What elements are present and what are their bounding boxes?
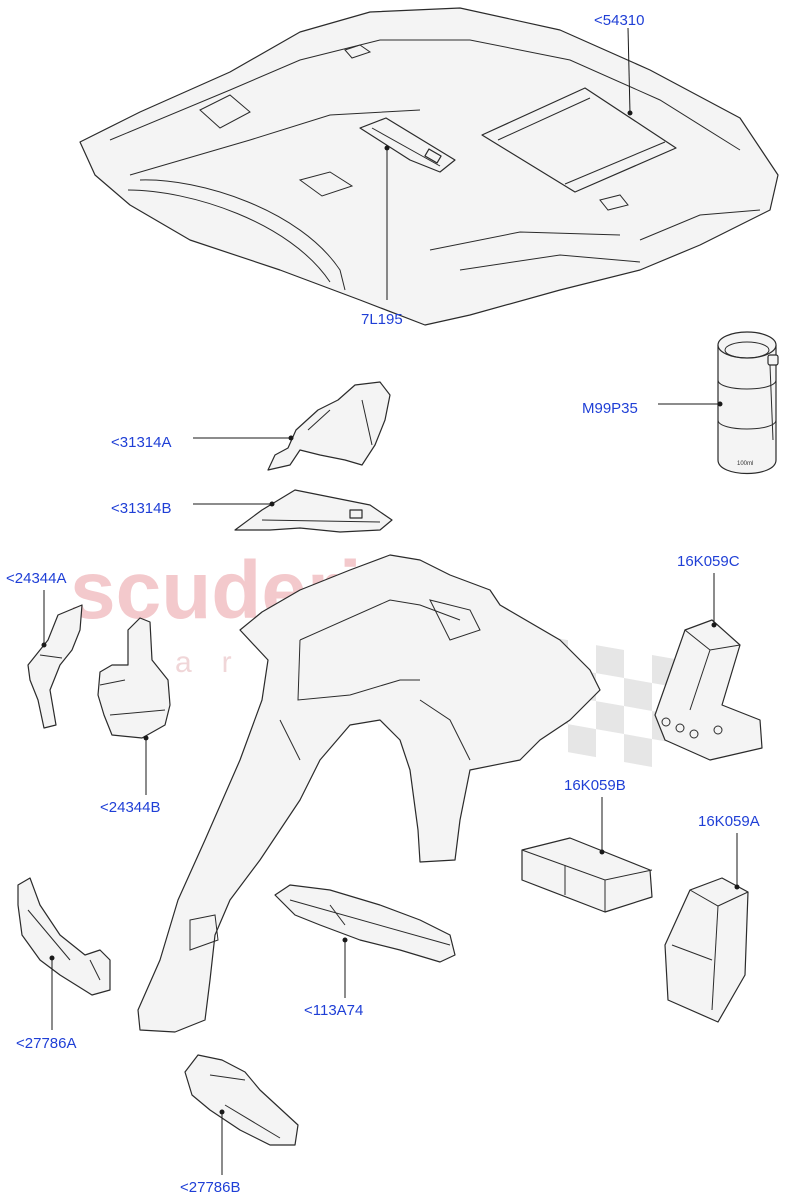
bracket-113A74 — [274, 884, 456, 963]
bracket-24344B — [97, 617, 171, 739]
foam-16K059A — [664, 877, 749, 1023]
leader-27786A — [49, 955, 55, 1030]
callout-27786A[interactable]: <27786A — [16, 1035, 76, 1052]
leader-16K059A — [734, 833, 740, 890]
bracket-24344A — [27, 604, 83, 729]
leader-16K059C — [711, 573, 717, 628]
callout-54310[interactable]: <54310 — [594, 12, 644, 29]
callout-16K059B[interactable]: 16K059B — [564, 777, 626, 794]
callout-31314A[interactable]: <31314A — [111, 434, 171, 451]
trim-31314B — [234, 489, 393, 533]
trim-31314A — [267, 381, 391, 471]
leader-16K059B — [599, 797, 605, 855]
callout-7L195[interactable]: 7L195 — [361, 311, 403, 328]
leader-31314A — [193, 435, 294, 441]
leader-7L195 — [384, 145, 390, 300]
roof-bracket-7L195 — [359, 117, 456, 173]
leader-27786B — [219, 1109, 225, 1175]
callout-24344B[interactable]: <24344B — [100, 799, 160, 816]
foam-16K059B — [521, 837, 653, 913]
leader-31314B — [193, 501, 275, 507]
callout-24344A[interactable]: <24344A — [6, 570, 66, 587]
callout-16K059A[interactable]: 16K059A — [698, 813, 760, 830]
callout-31314B[interactable]: <31314B — [111, 500, 171, 517]
foam-16K059C — [654, 619, 763, 761]
callout-M99P35[interactable]: M99P35 — [582, 400, 638, 417]
roof-pad-54310 — [481, 87, 677, 193]
leader-24344B — [143, 735, 149, 795]
leader-54310 — [627, 27, 633, 116]
leader-113A74 — [342, 937, 348, 998]
can-label: 100ml — [737, 461, 753, 467]
bracket-27786B — [184, 1054, 299, 1146]
aerosol-can-M99P35: 100ml — [717, 331, 779, 475]
callout-16K059C[interactable]: 16K059C — [677, 553, 740, 570]
callout-27786B[interactable]: <27786B — [180, 1179, 240, 1196]
quarter-inner-panel — [137, 554, 601, 1033]
bracket-27786A — [17, 877, 111, 996]
leader-M99P35 — [658, 401, 723, 407]
leader-24344A — [41, 590, 47, 648]
callout-113A74[interactable]: <113A74 — [304, 1002, 363, 1019]
